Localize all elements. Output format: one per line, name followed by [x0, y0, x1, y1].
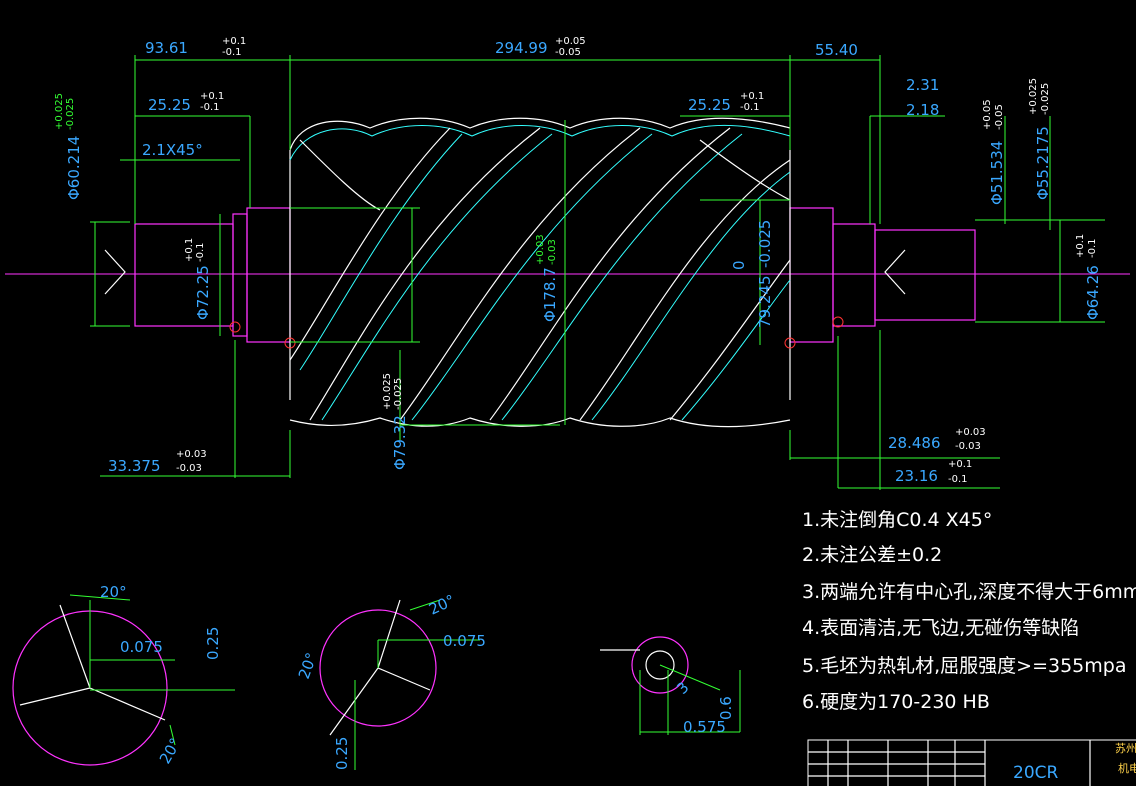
material-label: 20CR — [1013, 763, 1059, 783]
s1-radius: 0.25 — [204, 627, 222, 660]
svg-text:-0.05: -0.05 — [994, 104, 1005, 130]
center-mark-mid — [284, 337, 296, 349]
dim-phi-60-214: Φ60.214 — [65, 136, 83, 200]
dimension-lines — [90, 55, 1105, 490]
s2-angle-left: 20° — [295, 650, 321, 681]
section-view-2: 20° 0.075 20° 0.25 — [295, 591, 486, 770]
dim-33-375: 33.375 — [108, 457, 161, 475]
dim-55-40: 55.40 — [815, 41, 858, 59]
dim-phi-55-2175: Φ55.2175 — [1034, 126, 1052, 200]
svg-text:+0.1: +0.1 — [184, 238, 195, 262]
note-3: 3.两端允许有中心孔,深度不得大于6mm — [802, 581, 1136, 603]
s1-offset: 0.075 — [120, 638, 163, 656]
svg-text:+0.03: +0.03 — [176, 449, 207, 460]
dimension-texts: 93.61 +0.1 -0.1 294.99 +0.05 -0.05 55.40… — [54, 36, 1102, 485]
dim-phi-64-26: Φ64.26 — [1084, 265, 1102, 320]
svg-text:-0.03: -0.03 — [955, 441, 981, 452]
svg-text:-0.025: -0.025 — [393, 378, 404, 410]
svg-text:-0.025: -0.025 — [1040, 83, 1051, 115]
svg-text:+0.025: +0.025 — [1028, 78, 1039, 115]
section-view-1: 20° 0.075 0.25 20° — [12, 583, 235, 767]
dim-25-25-right: 25.25 — [688, 96, 731, 114]
key-mark-left — [104, 249, 126, 295]
dim-23-16: 23.16 — [895, 467, 938, 485]
svg-text:+0.03: +0.03 — [535, 234, 546, 265]
svg-text:+0.1: +0.1 — [1075, 234, 1086, 258]
dim-93-61: 93.61 — [145, 39, 188, 57]
svg-text:-0.1: -0.1 — [740, 102, 760, 113]
s2-angle-top: 20° — [426, 591, 458, 619]
dim-28-486: 28.486 — [888, 434, 941, 452]
dim-25-25-left: 25.25 — [148, 96, 191, 114]
svg-text:-0.1: -0.1 — [1087, 238, 1098, 258]
svg-text:+0.1: +0.1 — [200, 91, 224, 102]
center-mark-right2 — [832, 316, 844, 328]
dim-phi-79-32: Φ79.32 — [391, 415, 409, 470]
title-block: 20CR 苏州 机电 — [807, 739, 1136, 786]
svg-text:-0.1: -0.1 — [200, 102, 220, 113]
company-top: 苏州 — [1115, 742, 1136, 755]
svg-text:+0.1: +0.1 — [740, 91, 764, 102]
dim-chamfer: 2.1X45° — [142, 141, 203, 159]
key-mark-right — [884, 249, 906, 295]
note-1: 1.未注倒角C0.4 X45° — [802, 509, 992, 531]
svg-text:-0.1: -0.1 — [195, 242, 206, 262]
s3-w: 0.575 — [683, 718, 726, 736]
s1-angle-bottom: 20° — [156, 735, 185, 767]
note-6: 6.硬度为170-230 HB — [802, 691, 990, 713]
rotor-shaft — [134, 117, 976, 428]
svg-text:0: 0 — [730, 260, 748, 270]
dim-phi-72-25: Φ72.25 — [194, 265, 212, 320]
s2-radius: 0.25 — [333, 737, 351, 770]
technical-notes: 1.未注倒角C0.4 X45° 2.未注公差±0.2 3.两端允许有中心孔,深度… — [802, 509, 1136, 713]
svg-text:+0.03: +0.03 — [955, 427, 986, 438]
section-view-3: 3 0.6 0.575 — [600, 636, 741, 736]
dim-2-18: 2.18 — [906, 101, 939, 119]
note-2: 2.未注公差±0.2 — [802, 544, 942, 566]
dim-2-31: 2.31 — [906, 76, 939, 94]
dim-294-99: 294.99 — [495, 39, 548, 57]
dim-phi-51-534: Φ51.534 — [988, 141, 1006, 205]
svg-text:-0.05: -0.05 — [555, 47, 581, 58]
svg-text:-0.03: -0.03 — [547, 239, 558, 265]
note-5: 5.毛坯为热轧材,屈服强度>=355mpa — [802, 655, 1127, 677]
svg-text:-0.03: -0.03 — [176, 463, 202, 474]
s2-offset: 0.075 — [443, 632, 486, 650]
svg-text:-0.1: -0.1 — [948, 474, 968, 485]
s3-h: 0.6 — [717, 696, 735, 720]
svg-text:+0.025: +0.025 — [54, 93, 65, 130]
svg-text:+0.05: +0.05 — [982, 99, 993, 130]
center-mark-right — [784, 337, 796, 349]
dim-79-245: 79.245 — [756, 276, 774, 329]
note-4: 4.表面清洁,无飞边,无碰伤等缺陷 — [802, 617, 1079, 639]
svg-text:+0.1: +0.1 — [222, 36, 246, 47]
svg-text:-0.025: -0.025 — [756, 220, 774, 268]
svg-text:+0.025: +0.025 — [382, 373, 393, 410]
company-bottom: 机电 — [1118, 761, 1136, 775]
s1-angle-top: 20° — [100, 583, 127, 601]
svg-text:-0.1: -0.1 — [222, 47, 242, 58]
dim-phi-178-7: Φ178.7 — [541, 267, 559, 322]
svg-text:+0.1: +0.1 — [948, 459, 972, 470]
svg-text:+0.05: +0.05 — [555, 36, 586, 47]
center-mark-left — [229, 321, 241, 333]
svg-text:-0.025: -0.025 — [65, 98, 76, 130]
